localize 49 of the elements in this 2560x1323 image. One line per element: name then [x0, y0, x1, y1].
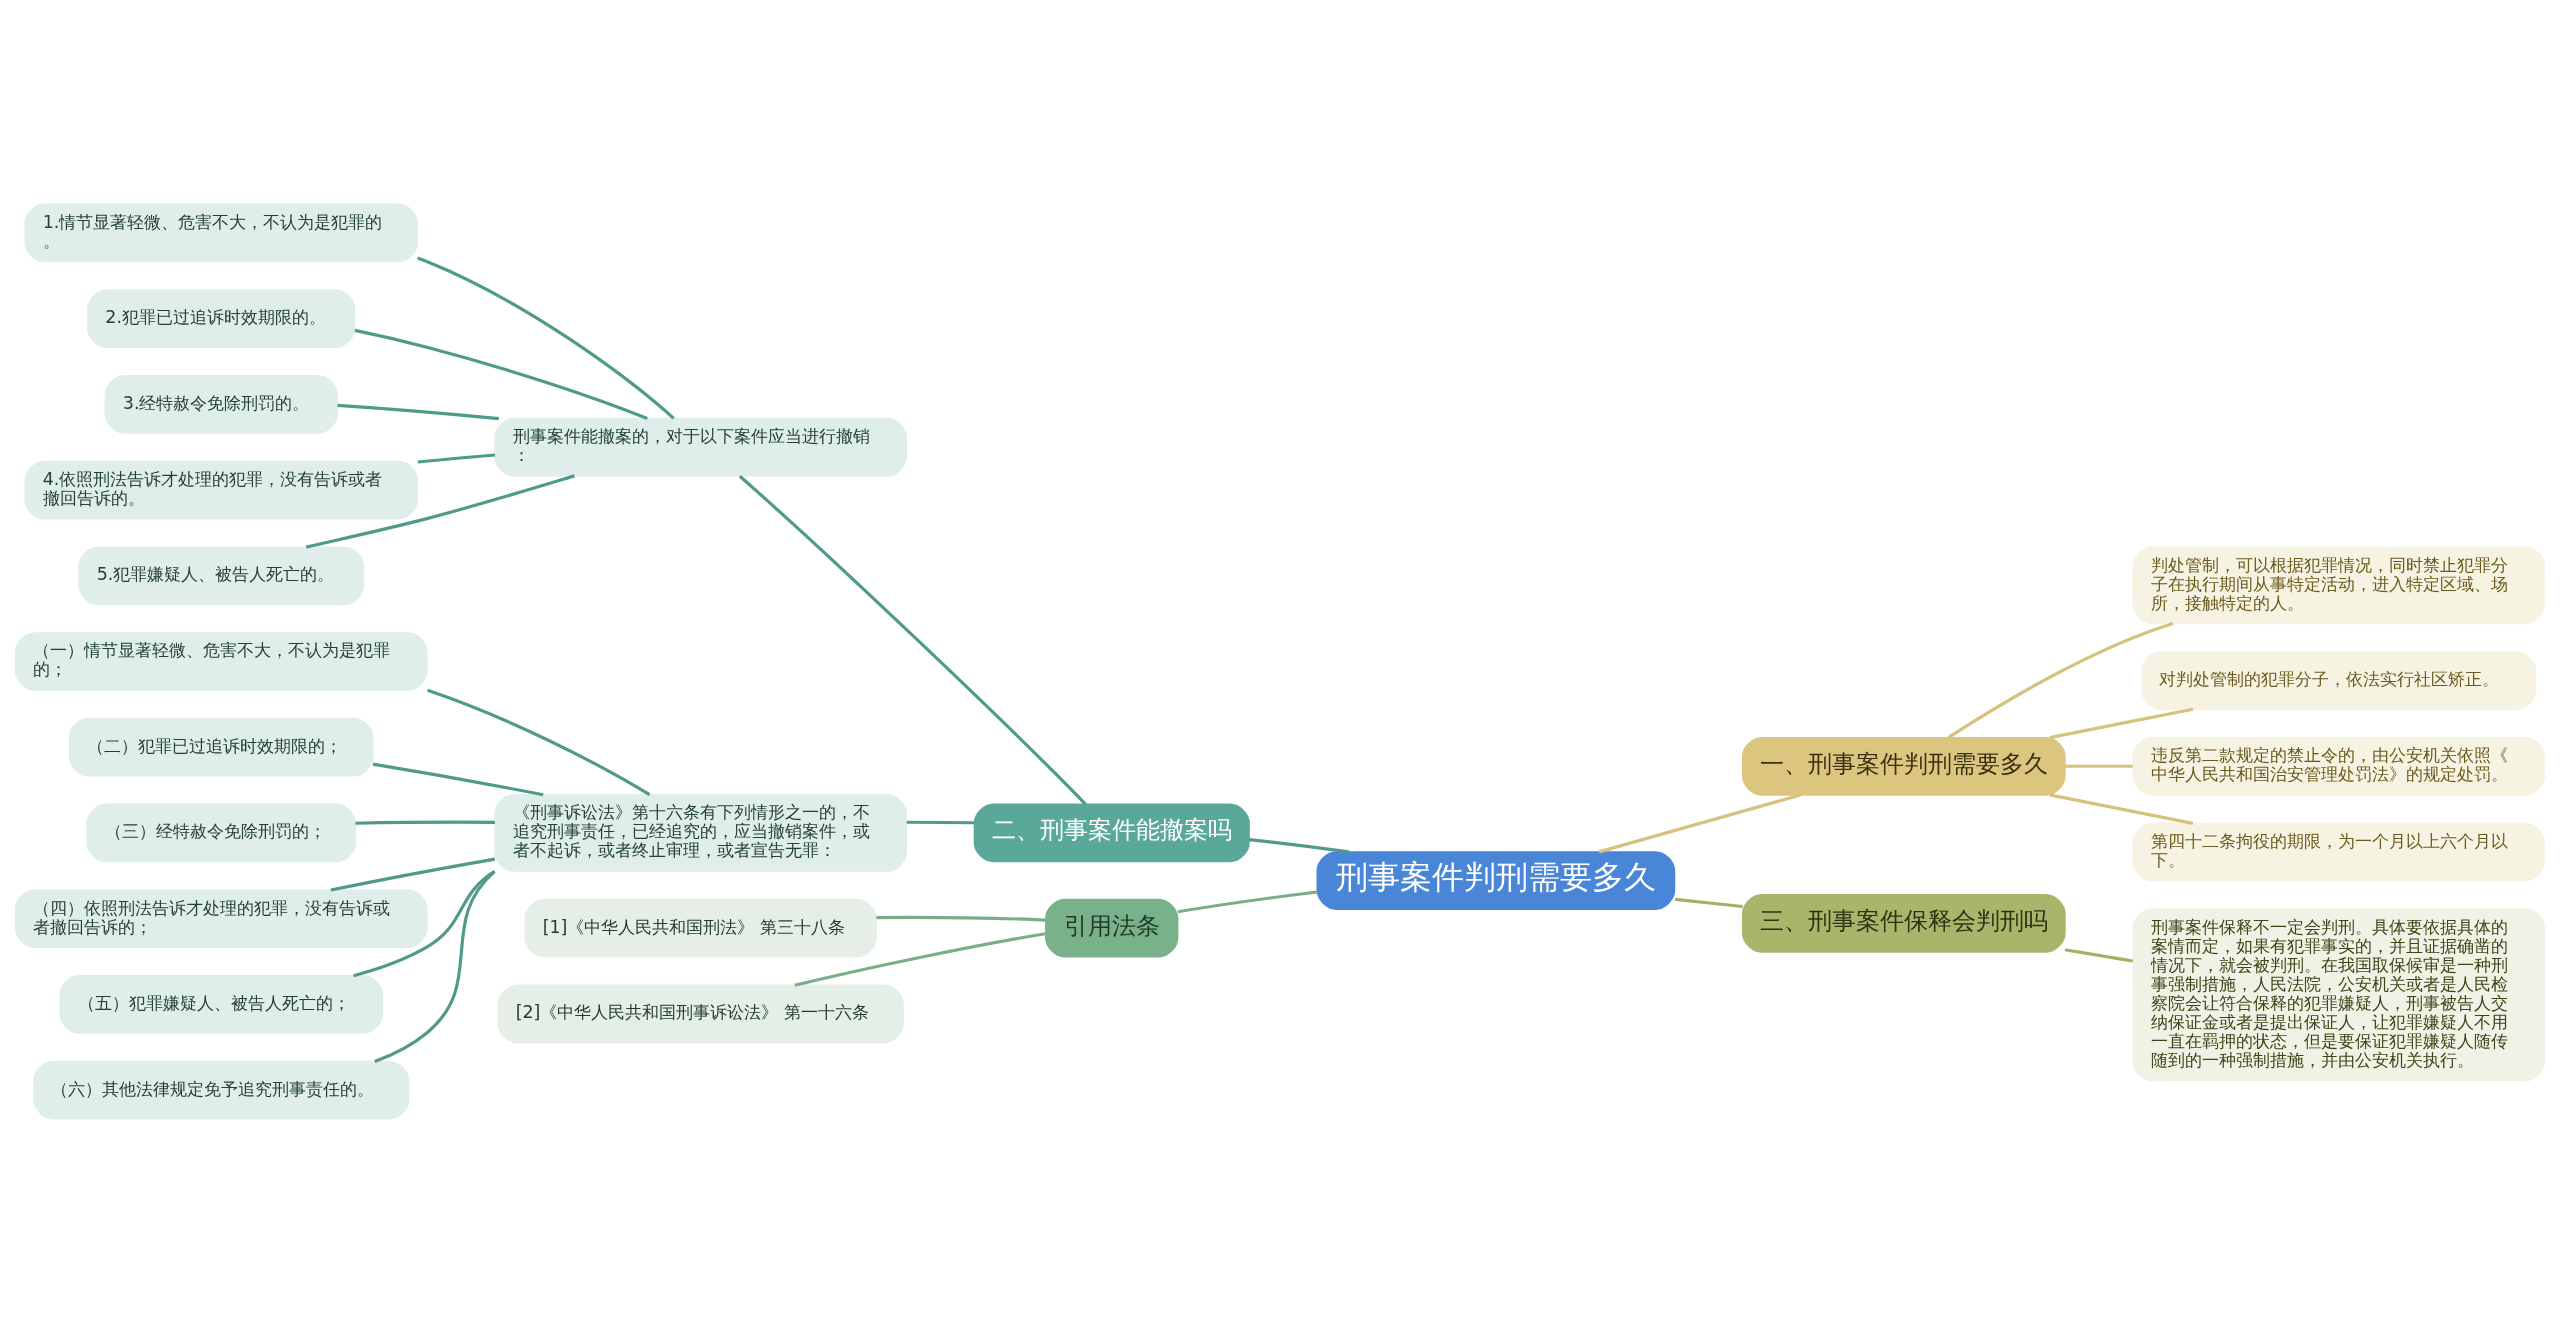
- connector: [2049, 793, 2194, 825]
- connector: [1249, 838, 1349, 854]
- node-box: 二、刑事案件能撤案吗: [973, 803, 1250, 863]
- node-box: 刑事案件判刑需要多久: [1316, 851, 1676, 910]
- connector: [1674, 897, 1743, 909]
- node-box: 4.依照刑法告诉才处理的犯罪，没有告诉或者撤回告诉的。: [24, 460, 419, 520]
- node-box: （五）犯罪嫌疑人、被告人死亡的；: [59, 975, 384, 1034]
- node-box: （三）经特赦令免除刑罚的；: [86, 803, 357, 863]
- node-box: 违反第二款规定的禁止令的，由公安机关依照《中华人民共和国治安管理处罚法》的规定处罚。: [2132, 736, 2546, 796]
- connector: [2049, 707, 2194, 740]
- node-box: 三、刑事案件保释会判刑吗: [1741, 894, 2066, 953]
- connector: [876, 915, 1046, 922]
- connector: [794, 932, 1046, 987]
- connector: [337, 403, 500, 421]
- node-box: （四）依照刑法告诉才处理的犯罪，没有告诉或者撤回告诉的；: [14, 889, 428, 948]
- connector: [1177, 890, 1318, 914]
- connector: [353, 870, 496, 978]
- connector: [427, 688, 651, 796]
- connector: [417, 453, 496, 464]
- node-box: 判处管制，可以根据犯罪情况，同时禁止犯罪分子在执行期间从事特定活动，进入特定区域、场所，接触特定的人。: [2132, 546, 2546, 625]
- connector: [417, 256, 675, 420]
- node-box: 3.经特赦令免除刑罚的。: [104, 375, 338, 434]
- node-box: （一）情节显著轻微、危害不大，不认为是犯罪的；: [14, 632, 428, 691]
- connector: [372, 762, 544, 797]
- connector: [738, 475, 1087, 806]
- connector: [305, 474, 575, 549]
- connector: [330, 857, 496, 892]
- node-box: 1.情节显著轻微、危害不大，不认为是犯罪的。: [24, 203, 419, 263]
- node-box: 刑事案件能撤案的，对于以下案件应当进行撤销：: [494, 417, 907, 477]
- node-box: 刑事案件保释不一定会判刑。具体要依据具体的案情而定，如果有犯罪事实的，并且证据确凿的情况下，就会被判刑。在我国取保候审是一种刑事强制措施，人民法院，公安机关或者是人民检察院会让符合保释的犯罪嫌疑人，刑事被告人交纳保证金或者是提出保证人，让犯罪嫌疑人不用一直在羁押的状态，但是要保证犯罪嫌疑人随传随到的一种强制措施，并由公安机关执行。: [2132, 908, 2546, 1082]
- node-box: 引用法条: [1045, 898, 1179, 958]
- node-box: [2]《中华人民共和国刑事诉讼法》 第一十六条: [497, 984, 904, 1044]
- node-box: 对判处管制的犯罪分子，依法实行社区矫正。: [2141, 651, 2537, 710]
- connector: [1947, 621, 2174, 739]
- node-box: [1]《中华人民共和国刑法》 第三十八条: [524, 898, 877, 958]
- connector: [1598, 793, 1801, 854]
- node-box: （六）其他法律规定免予追究刑事责任的。: [33, 1060, 410, 1120]
- connector: [2064, 948, 2134, 963]
- connector: [906, 820, 975, 825]
- node-box: （二）犯罪已过追诉时效期限的；: [68, 717, 374, 777]
- node-box: 5.犯罪嫌疑人、被告人死亡的。: [78, 546, 365, 606]
- node-box: 《刑事诉讼法》第十六条有下列情形之一的，不追究刑事责任，已经追究的，应当撤销案件，或者不起诉，或者终止审理，或者宣告无罪：: [494, 794, 907, 872]
- connector: [354, 328, 648, 421]
- node-box: 第四十二条拘役的期限，为一个月以上六个月以下。: [2132, 822, 2546, 882]
- node-box: 2.犯罪已过追诉时效期限的。: [87, 289, 356, 348]
- connector: [2064, 764, 2133, 768]
- connector: [355, 820, 495, 825]
- node-box: 一、刑事案件判刑需要多久: [1741, 736, 2066, 796]
- connector: [374, 870, 496, 1063]
